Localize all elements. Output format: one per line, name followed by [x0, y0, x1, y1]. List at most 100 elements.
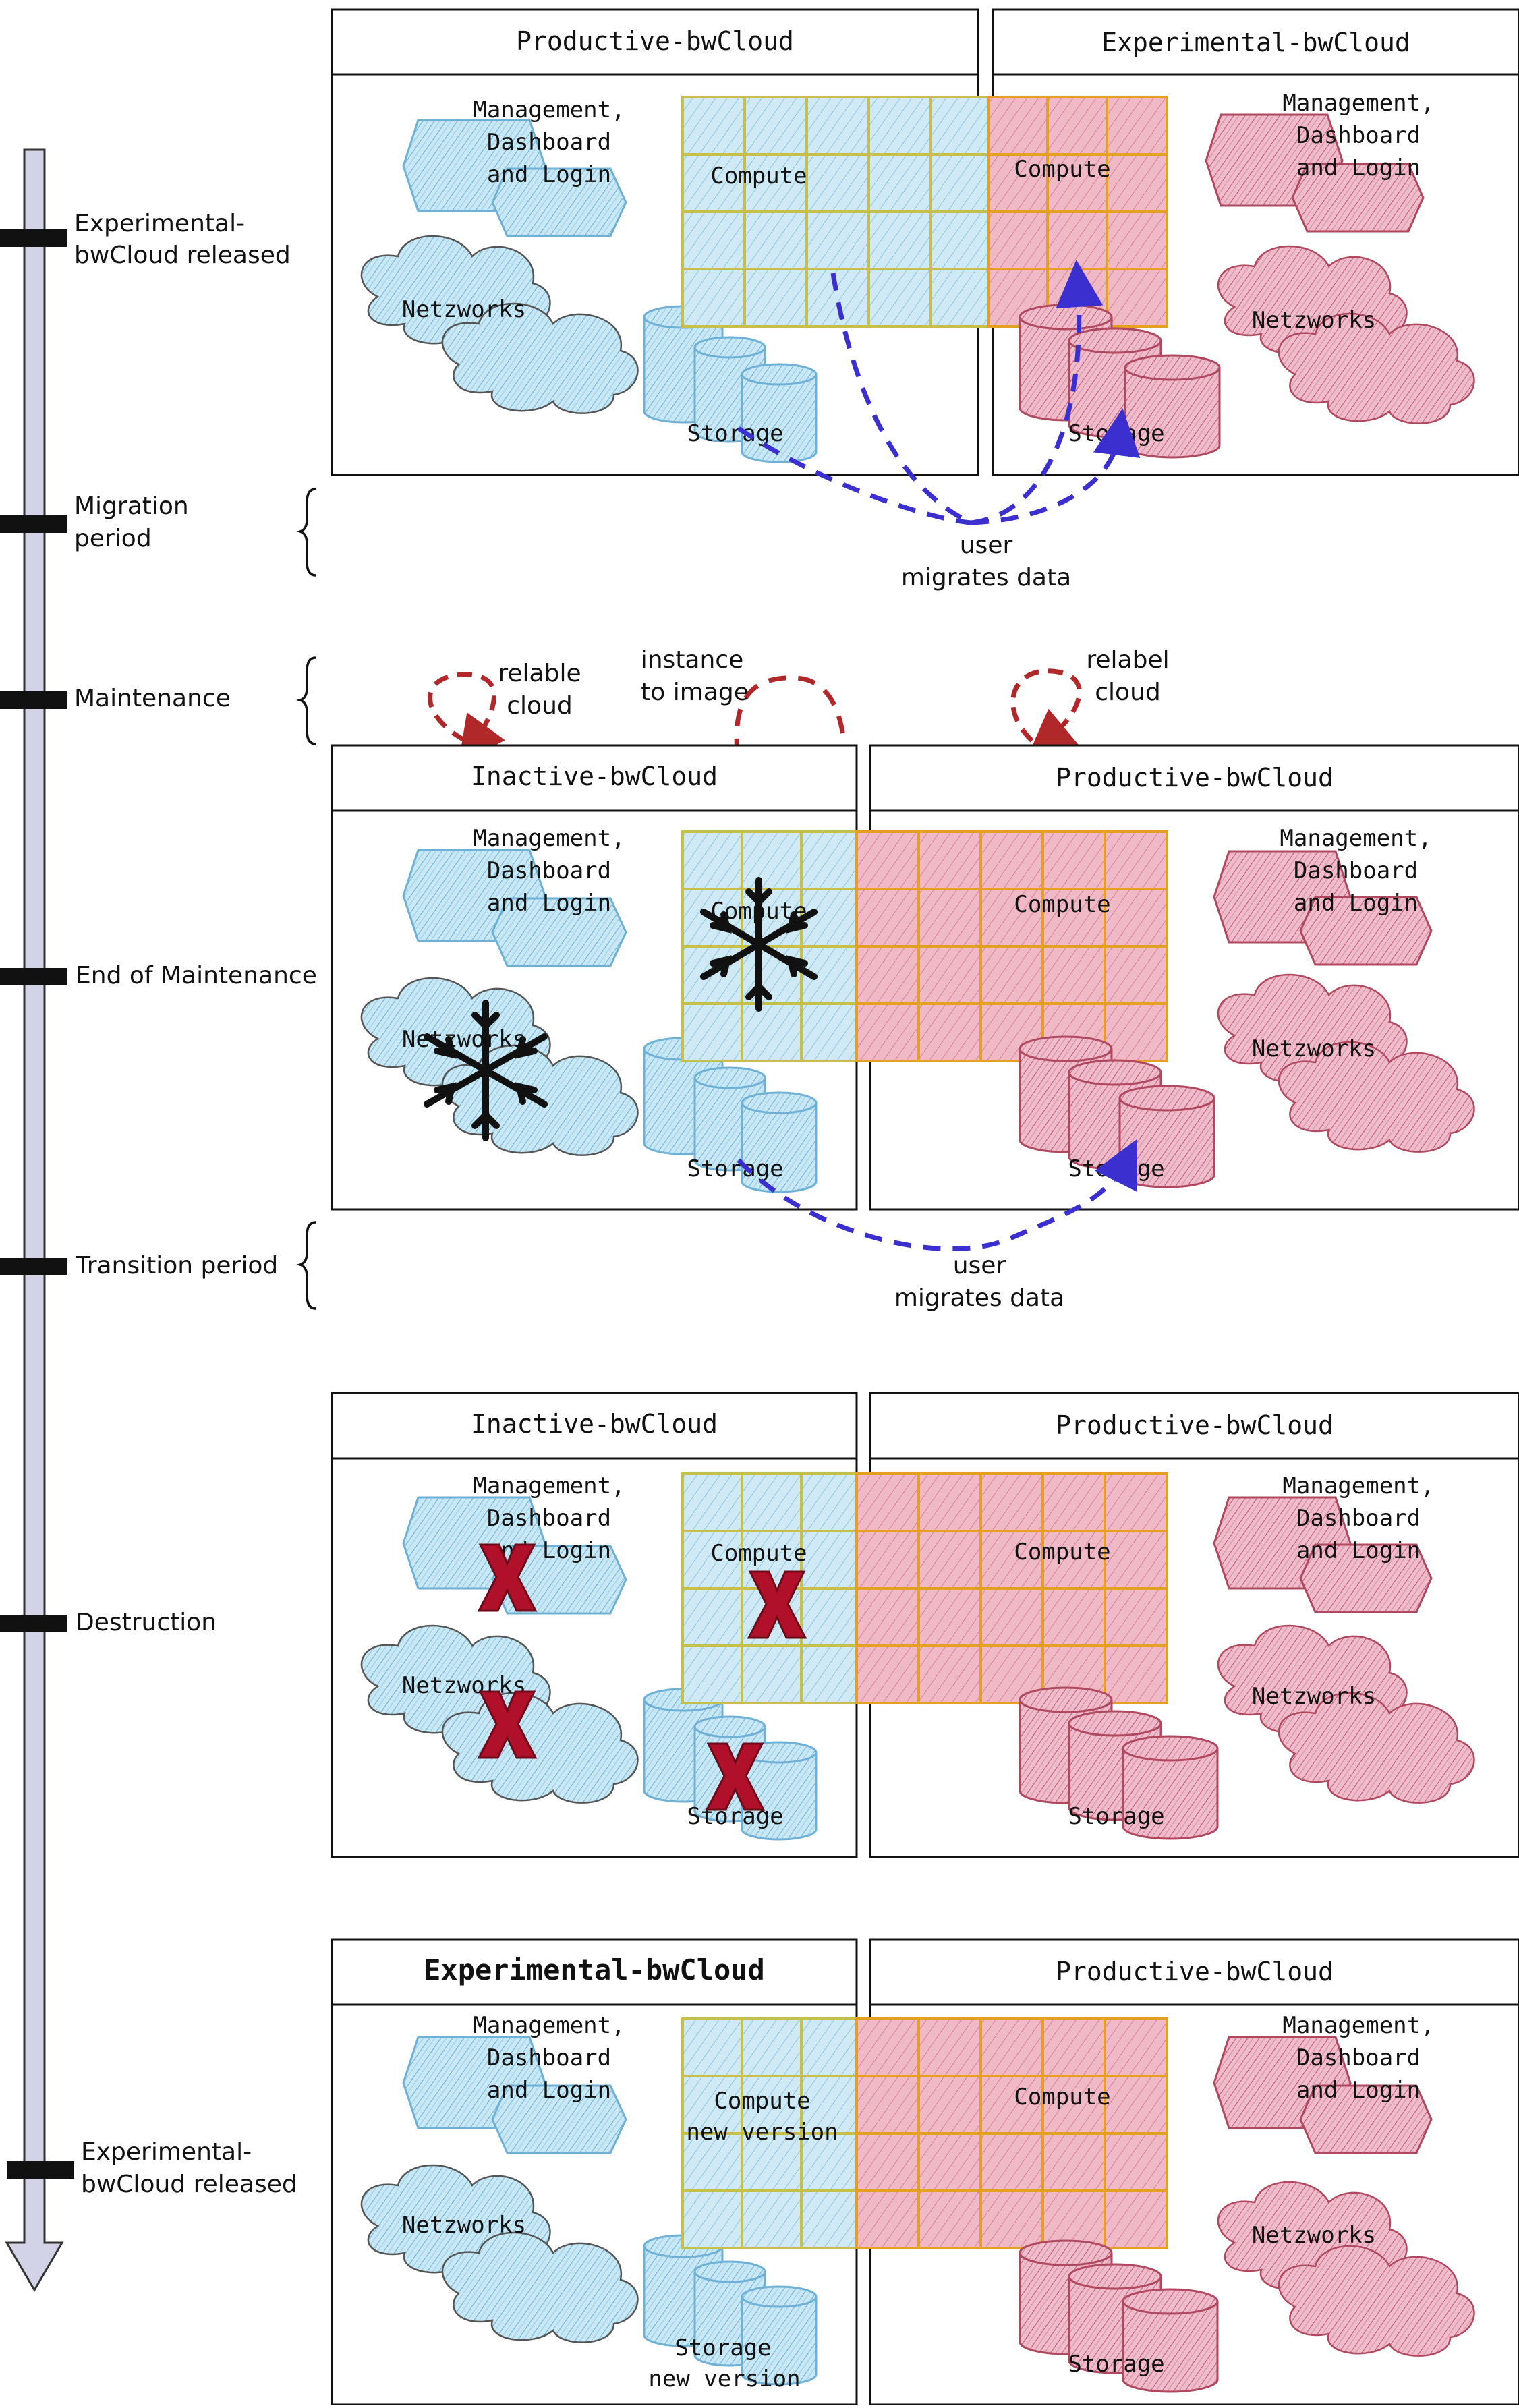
period-bracket	[295, 488, 316, 577]
network-component: Netzworks	[1217, 1624, 1475, 1804]
timeline-arrow	[5, 148, 64, 2292]
storage-component: Storage	[643, 1037, 818, 1193]
management-label: Dashboard	[487, 1505, 611, 1532]
cloud-title: Inactive-bwCloud	[471, 1409, 718, 1439]
timeline-event: Migration period	[0, 488, 316, 577]
migration-label: migrates data	[901, 564, 1071, 592]
relabel-annotation-right: relabel cloud	[1010, 646, 1170, 757]
compute-label: Compute	[1014, 156, 1110, 183]
management-label: Management,	[473, 825, 625, 852]
management-label: Management,	[1282, 2012, 1434, 2039]
management-component: Management, Dashboard and Login	[1213, 1472, 1435, 1613]
cloud-title: Productive-bwCloud	[516, 26, 794, 56]
migration-label: migrates data	[894, 1284, 1064, 1312]
management-component: Management, Dashboard and Login	[402, 96, 627, 237]
timeline-event-label: bwCloud released	[74, 241, 291, 269]
storage-label: Storage	[687, 420, 783, 447]
compute-label: Compute	[1014, 1539, 1110, 1566]
timeline: Experimental- bwCloud released Migration…	[0, 148, 317, 2292]
management-label: Management,	[1280, 825, 1431, 852]
migration-arrows: user migrates data	[737, 1139, 1137, 1312]
storage-label: Storage	[675, 2334, 771, 2361]
compute-label: Compute	[710, 1540, 807, 1567]
network-component: Netzworks	[1217, 2181, 1475, 2357]
management-label: and Login	[1294, 890, 1418, 917]
storage-component: Storage	[643, 305, 818, 463]
instance-label: instance	[641, 646, 744, 674]
management-label: Dashboard	[1296, 1505, 1421, 1532]
management-label: Management,	[1282, 90, 1434, 117]
snowflake-icon	[700, 877, 818, 1012]
timeline-tick	[0, 691, 67, 709]
snowflake-icon	[424, 1000, 548, 1141]
compute-label: Compute	[714, 2088, 810, 2115]
compute-label: new version	[686, 2119, 838, 2146]
timeline-event: Experimental- bwCloud released	[0, 210, 291, 269]
management-label: and Login	[1296, 154, 1421, 181]
management-label: Management,	[473, 2012, 625, 2039]
stage-4: Experimental-bwCloud Productive-bwCloud …	[331, 1938, 1519, 2406]
compute-grid-left: Compute	[681, 830, 858, 1062]
timeline-event-label: Migration	[74, 492, 189, 520]
destroy-x-icon	[477, 1690, 538, 1759]
storage-label: Storage	[1068, 2351, 1164, 2378]
storage-component: Storage	[1019, 2239, 1219, 2393]
management-label: and Login	[487, 890, 611, 917]
relabel-label: cloud	[507, 692, 573, 720]
management-component: Management, Dashboard and Login	[402, 2012, 627, 2154]
period-bracket	[295, 1221, 316, 1310]
storage-label: Storage	[687, 1155, 783, 1182]
management-label: Dashboard	[487, 129, 611, 156]
relabel-annotation-left: relable cloud	[428, 660, 581, 765]
management-label: Dashboard	[487, 2044, 611, 2071]
management-label: Dashboard	[1296, 2044, 1421, 2071]
storage-component: Storage	[1019, 1035, 1215, 1188]
management-component: Management, Dashboard and Login	[1213, 825, 1433, 966]
timeline-event: Transition period	[0, 1221, 316, 1310]
cloud-title: Experimental-bwCloud	[424, 1953, 765, 1986]
timeline-event-label: Maintenance	[74, 685, 231, 712]
timeline-event: End of Maintenance	[0, 962, 317, 990]
relabel-label: relabel	[1086, 646, 1169, 674]
storage-label: new version	[648, 2366, 800, 2392]
timeline-event-label: Experimental-	[81, 2138, 252, 2166]
cloud-title: Experimental-bwCloud	[1101, 28, 1410, 57]
compute-grid-right: Compute	[855, 2017, 1168, 2249]
stage-2: relable cloud relabel cloud instance to …	[331, 646, 1519, 1312]
cloud-title: Productive-bwCloud	[1056, 1410, 1334, 1440]
compute-grid-right: Compute	[855, 830, 1168, 1062]
network-component: Netzworks	[360, 2164, 639, 2343]
migration-label: user	[960, 532, 1013, 559]
management-label: and Login	[487, 161, 611, 188]
network-label: Netzworks	[402, 2212, 526, 2239]
management-label: and Login	[487, 1537, 611, 1564]
cloud-title: Productive-bwCloud	[1056, 1957, 1334, 1986]
network-label: Netzworks	[1252, 307, 1376, 334]
network-label: Netzworks	[1252, 2222, 1376, 2249]
compute-label: Compute	[1014, 2084, 1110, 2111]
destroy-x-icon	[477, 1543, 538, 1612]
network-label: Netzworks	[1252, 1035, 1376, 1062]
compute-grid-right: Compute	[987, 96, 1168, 328]
management-label: and Login	[1296, 2077, 1421, 2104]
timeline-event-label: Transition period	[75, 1252, 278, 1280]
compute-grid-left	[681, 2017, 858, 2249]
period-bracket	[295, 656, 316, 745]
timeline-event-label: End of Maintenance	[76, 962, 317, 990]
relabel-label: cloud	[1095, 679, 1161, 706]
migration-arrows: user migrates data	[737, 260, 1141, 592]
timeline-tick	[0, 1615, 67, 1632]
stage-3: Inactive-bwCloud Productive-bwCloud Mana…	[331, 1392, 1519, 1858]
cloud-title: Productive-bwCloud	[1056, 763, 1334, 793]
network-component: Netzworks	[1217, 973, 1475, 1153]
management-label: Dashboard	[1296, 122, 1421, 149]
compute-label: Compute	[1014, 891, 1110, 918]
timeline-event-label: period	[74, 525, 152, 552]
management-label: Dashboard	[1294, 857, 1418, 884]
timeline-tick	[0, 229, 67, 247]
timeline-event-label: Experimental-	[74, 210, 245, 237]
storage-label: Storage	[687, 1803, 783, 1830]
network-component: Netzworks	[360, 235, 639, 414]
timeline-tick	[0, 1258, 67, 1275]
